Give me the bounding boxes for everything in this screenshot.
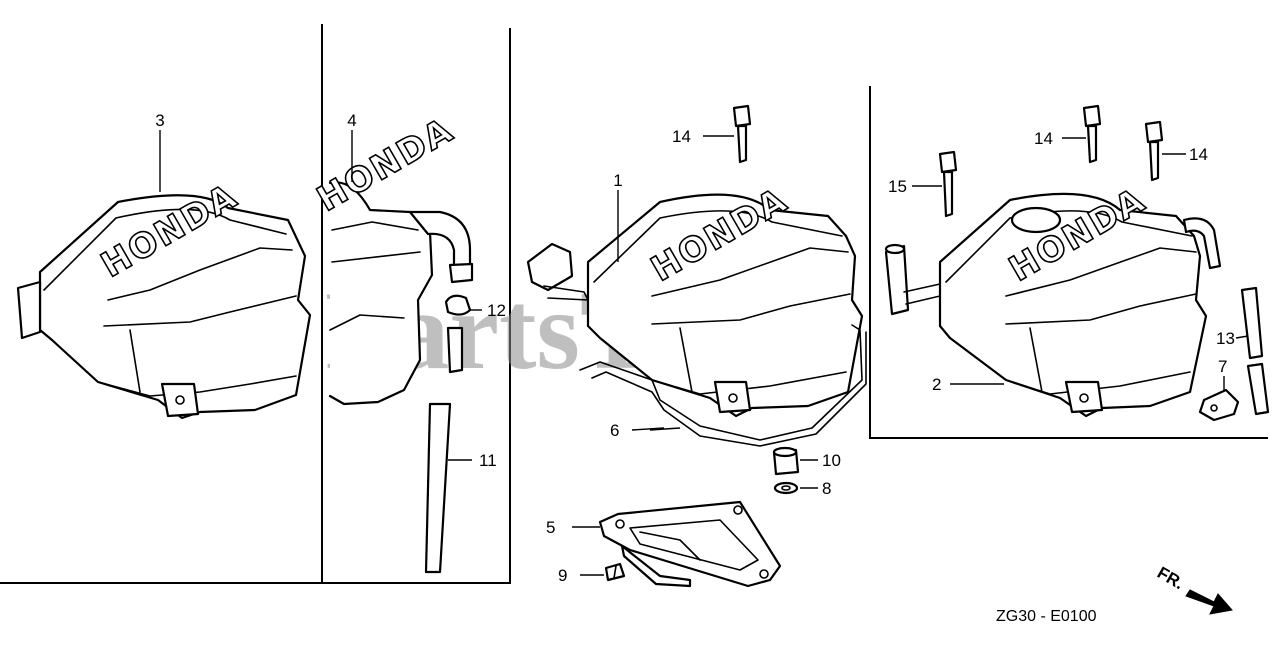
gasket-part-6[interactable] bbox=[579, 324, 867, 447]
callout-14-right-b: 14 bbox=[1189, 145, 1208, 164]
head-cover-part-3[interactable]: HONDA bbox=[16, 175, 312, 420]
clip-part-7[interactable] bbox=[1198, 376, 1240, 422]
head-cover-part-1[interactable]: HONDA bbox=[586, 179, 864, 418]
callout-5: 5 bbox=[546, 518, 555, 537]
bolt-part-15[interactable] bbox=[912, 150, 958, 218]
callout-12: 12 bbox=[487, 301, 506, 320]
callout-6: 6 bbox=[610, 421, 619, 440]
leader-lines bbox=[159, 130, 681, 431]
breather-fitting-1[interactable] bbox=[526, 242, 589, 301]
callout-15: 15 bbox=[888, 177, 907, 196]
direction-label: FR. bbox=[1154, 563, 1187, 593]
callout-14-center: 14 bbox=[672, 127, 691, 146]
plate-part-5[interactable] bbox=[572, 500, 782, 588]
head-cover-part-2[interactable]: HONDA bbox=[938, 179, 1208, 418]
callout-14-right-a: 14 bbox=[1034, 129, 1053, 148]
brand-mark-4: HONDA bbox=[311, 110, 461, 220]
bolt-part-14-center[interactable] bbox=[703, 104, 752, 164]
clamp-part-12[interactable] bbox=[444, 294, 482, 316]
callout-9: 9 bbox=[558, 566, 567, 585]
grommet-part-10[interactable] bbox=[772, 446, 818, 476]
tube-part-13[interactable] bbox=[1182, 217, 1270, 416]
direction-indicator: FR. bbox=[1154, 563, 1233, 615]
bolt-part-14-right-a[interactable] bbox=[1062, 104, 1102, 164]
callout-10: 10 bbox=[822, 451, 841, 470]
tube-part-11[interactable] bbox=[424, 326, 472, 574]
washer-part-8[interactable] bbox=[773, 481, 818, 495]
callout-11: 11 bbox=[479, 451, 497, 470]
callout-3: 3 bbox=[155, 111, 164, 130]
callout-8: 8 bbox=[822, 479, 831, 498]
callout-4: 4 bbox=[347, 111, 356, 130]
bolt-part-9[interactable] bbox=[580, 562, 626, 582]
callout-labels: 3 4 12 11 1 14 6 10 8 5 9 14 14 15 13 7 … bbox=[155, 111, 1235, 585]
direction-arrow-icon bbox=[1185, 589, 1233, 615]
callout-1: 1 bbox=[613, 171, 622, 190]
callout-7: 7 bbox=[1218, 357, 1227, 376]
frame-lines bbox=[0, 24, 1268, 584]
breather-fitting-2[interactable] bbox=[884, 243, 941, 316]
diagram-code: ZG30 - E0100 bbox=[996, 608, 1097, 625]
bolt-part-14-right-b[interactable] bbox=[1144, 120, 1186, 182]
callout-2: 2 bbox=[932, 375, 941, 394]
callout-13: 13 bbox=[1216, 329, 1235, 348]
